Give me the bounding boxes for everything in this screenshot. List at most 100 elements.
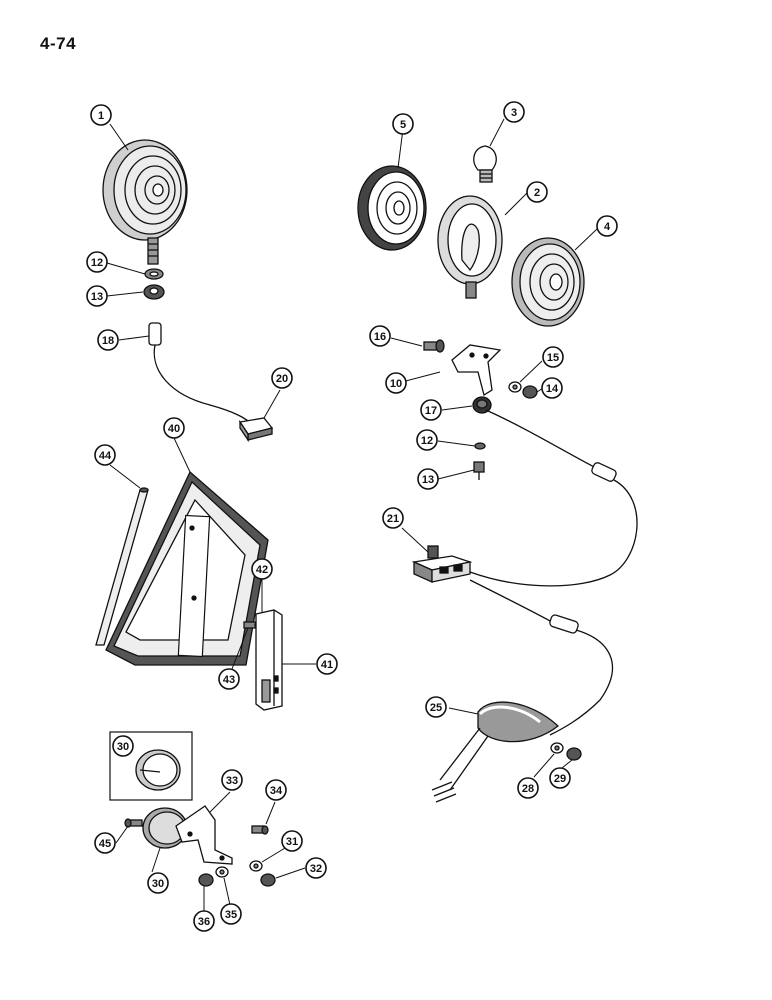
washer-31 (249, 860, 263, 872)
callout-c13b: 13 (417, 468, 439, 490)
callout-c17: 17 (420, 399, 442, 421)
lamp-assembly-1 (102, 139, 188, 265)
callout-label: 43 (223, 674, 235, 686)
bracket-33 (175, 805, 233, 865)
washer-35 (215, 866, 229, 878)
callout-c18: 18 (97, 329, 119, 351)
lens-5 (357, 165, 427, 251)
callout-label: 18 (102, 335, 114, 347)
callout-label: 21 (387, 513, 399, 525)
bolt-16 (423, 339, 445, 353)
callout-c21: 21 (382, 507, 404, 529)
inset-box-30 (109, 731, 193, 801)
lens-4 (511, 237, 585, 327)
callout-c10: 10 (385, 372, 407, 394)
callout-c2: 2 (526, 181, 548, 203)
callout-label: 13 (91, 291, 103, 303)
connector-18 (148, 322, 162, 346)
callout-label: 14 (546, 383, 559, 395)
wire-harness-right-upper (485, 409, 601, 471)
grommet-17 (472, 396, 492, 414)
callout-c4: 4 (596, 215, 618, 237)
callout-label: 13 (422, 474, 434, 486)
callout-c12a: 12 (86, 251, 108, 273)
callout-c16: 16 (369, 325, 391, 347)
callout-label: 12 (421, 435, 433, 447)
callout-c29: 29 (549, 767, 571, 789)
callout-label: 2 (534, 187, 540, 199)
callout-label: 32 (310, 863, 322, 875)
callout-c40: 40 (163, 417, 185, 439)
washer-28 (550, 742, 564, 754)
callout-label: 1 (98, 110, 104, 122)
callout-c45: 45 (94, 832, 116, 854)
callout-label: 20 (276, 373, 288, 385)
callout-c15: 15 (542, 346, 564, 368)
callout-label: 35 (225, 909, 237, 921)
wire-sleeve-upper (591, 462, 617, 482)
callout-label: 29 (554, 773, 566, 785)
washer-15 (508, 381, 522, 393)
wire-sleeve-lower (549, 614, 579, 634)
callout-c35: 35 (220, 903, 242, 925)
callout-label: 28 (522, 783, 534, 795)
callout-c1: 1 (90, 104, 112, 126)
bracket-10 (451, 344, 502, 397)
callout-c14: 14 (541, 377, 563, 399)
lockwasher-12 (144, 268, 164, 280)
callout-c5: 5 (392, 113, 414, 135)
connector-21 (411, 545, 473, 584)
callout-c30a: 30 (112, 735, 134, 757)
smv-emblem-40 (105, 470, 269, 666)
page-number: 4-74 (40, 34, 77, 53)
marker-lamp-25 (439, 701, 560, 791)
callout-label: 25 (430, 702, 442, 714)
callout-label: 10 (390, 378, 402, 390)
callout-c25: 25 (425, 696, 447, 718)
nut-14 (522, 385, 538, 399)
callout-label: 36 (198, 916, 210, 928)
callout-c36: 36 (193, 910, 215, 932)
wire-harness-left (153, 344, 253, 425)
callout-c20: 20 (271, 367, 293, 389)
callout-c32: 32 (305, 857, 327, 879)
callout-c42: 42 (251, 558, 273, 580)
nut-13-right (473, 461, 485, 480)
bolt-34 (251, 825, 269, 835)
callout-c30b: 30 (147, 872, 169, 894)
lamp-housing-2 (437, 195, 503, 299)
plug-20 (238, 417, 274, 443)
callout-group: 1234510121213131415161718202125282930303… (86, 101, 618, 932)
callout-label: 45 (99, 838, 111, 850)
wire-harness-middle (469, 579, 553, 623)
screw-45 (124, 818, 143, 828)
nut-36 (198, 873, 214, 887)
callout-label: 40 (168, 423, 180, 435)
callout-c12b: 12 (416, 429, 438, 451)
callout-label: 44 (99, 450, 112, 462)
callout-c41: 41 (316, 653, 338, 675)
callout-label: 30 (117, 741, 129, 753)
callout-label: 12 (91, 257, 103, 269)
callout-label: 3 (511, 107, 517, 119)
callout-c28: 28 (517, 777, 539, 799)
callout-label: 30 (152, 878, 164, 890)
callout-c13a: 13 (86, 285, 108, 307)
nut-29 (566, 747, 582, 761)
callout-label: 33 (226, 775, 238, 787)
tube-44 (95, 487, 149, 646)
callout-c44: 44 (94, 444, 116, 466)
callout-c34: 34 (265, 779, 287, 801)
wire-harness-lower (549, 629, 614, 736)
nut-32 (260, 873, 276, 887)
callout-label: 41 (321, 659, 333, 671)
callout-c31: 31 (281, 830, 303, 852)
callout-label: 15 (547, 352, 559, 364)
callout-label: 34 (270, 785, 283, 797)
callout-c3: 3 (503, 101, 525, 123)
ground-symbol (431, 781, 457, 803)
callout-label: 17 (425, 405, 437, 417)
callout-label: 16 (374, 331, 386, 343)
callout-label: 31 (286, 836, 298, 848)
bulb-3 (473, 145, 497, 183)
